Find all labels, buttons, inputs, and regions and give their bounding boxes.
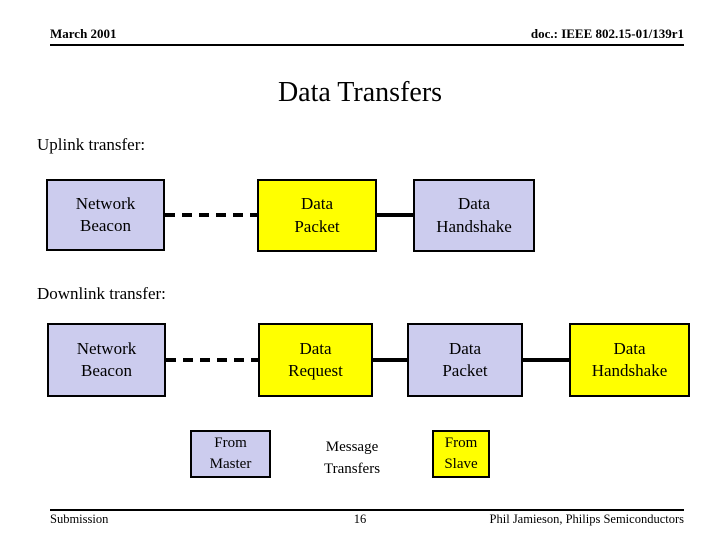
network-beacon-box-downlink: Network Beacon xyxy=(47,323,166,397)
network-beacon-box-uplink: Network Beacon xyxy=(46,179,165,251)
from-slave-legend-box: From Slave xyxy=(432,430,490,478)
header-doc-number: doc.: IEEE 802.15-01/139r1 xyxy=(530,26,684,41)
header: March 2001 doc.: IEEE 802.15-01/139r1 xyxy=(50,26,684,46)
data-handshake-box-uplink: Data Handshake xyxy=(413,179,535,252)
from-master-legend-box: From Master xyxy=(190,430,271,478)
data-handshake-label-downlink: Data Handshake xyxy=(591,338,668,380)
downlink-section-label: Downlink transfer: xyxy=(37,284,166,303)
dashed-connector-downlink xyxy=(166,358,258,362)
footer-submission: Submission xyxy=(50,512,109,526)
data-handshake-box-downlink: Data Handshake xyxy=(569,323,690,397)
data-packet-box-downlink: Data Packet xyxy=(407,323,523,397)
dashed-connector-uplink xyxy=(165,213,257,217)
network-beacon-label-downlink: Network Beacon xyxy=(76,338,137,380)
footer-author: Phil Jamieson, Philips Semiconductors xyxy=(489,512,684,526)
solid-connector-uplink xyxy=(377,213,413,217)
from-slave-legend-label: From Slave xyxy=(444,435,478,472)
header-date: March 2001 xyxy=(50,26,117,41)
solid-connector-downlink-1 xyxy=(373,358,407,362)
footer-page-number: 16 xyxy=(353,512,367,526)
data-packet-label-uplink: Data Packet xyxy=(294,194,340,236)
data-request-label-downlink: Data Request xyxy=(288,338,343,380)
message-transfers-label: Message Transfers xyxy=(323,439,381,477)
page-title: Data Transfers xyxy=(277,77,443,108)
data-packet-box-uplink: Data Packet xyxy=(257,179,377,252)
solid-connector-downlink-2 xyxy=(523,358,569,362)
data-packet-label-downlink: Data Packet xyxy=(442,338,488,380)
uplink-section-label: Uplink transfer: xyxy=(37,135,146,154)
network-beacon-label-uplink: Network Beacon xyxy=(75,193,136,235)
data-handshake-label-uplink: Data Handshake xyxy=(436,194,512,236)
footer-rule xyxy=(50,509,684,511)
data-request-box-downlink: Data Request xyxy=(258,323,373,397)
from-master-legend-label: From Master xyxy=(209,435,252,472)
